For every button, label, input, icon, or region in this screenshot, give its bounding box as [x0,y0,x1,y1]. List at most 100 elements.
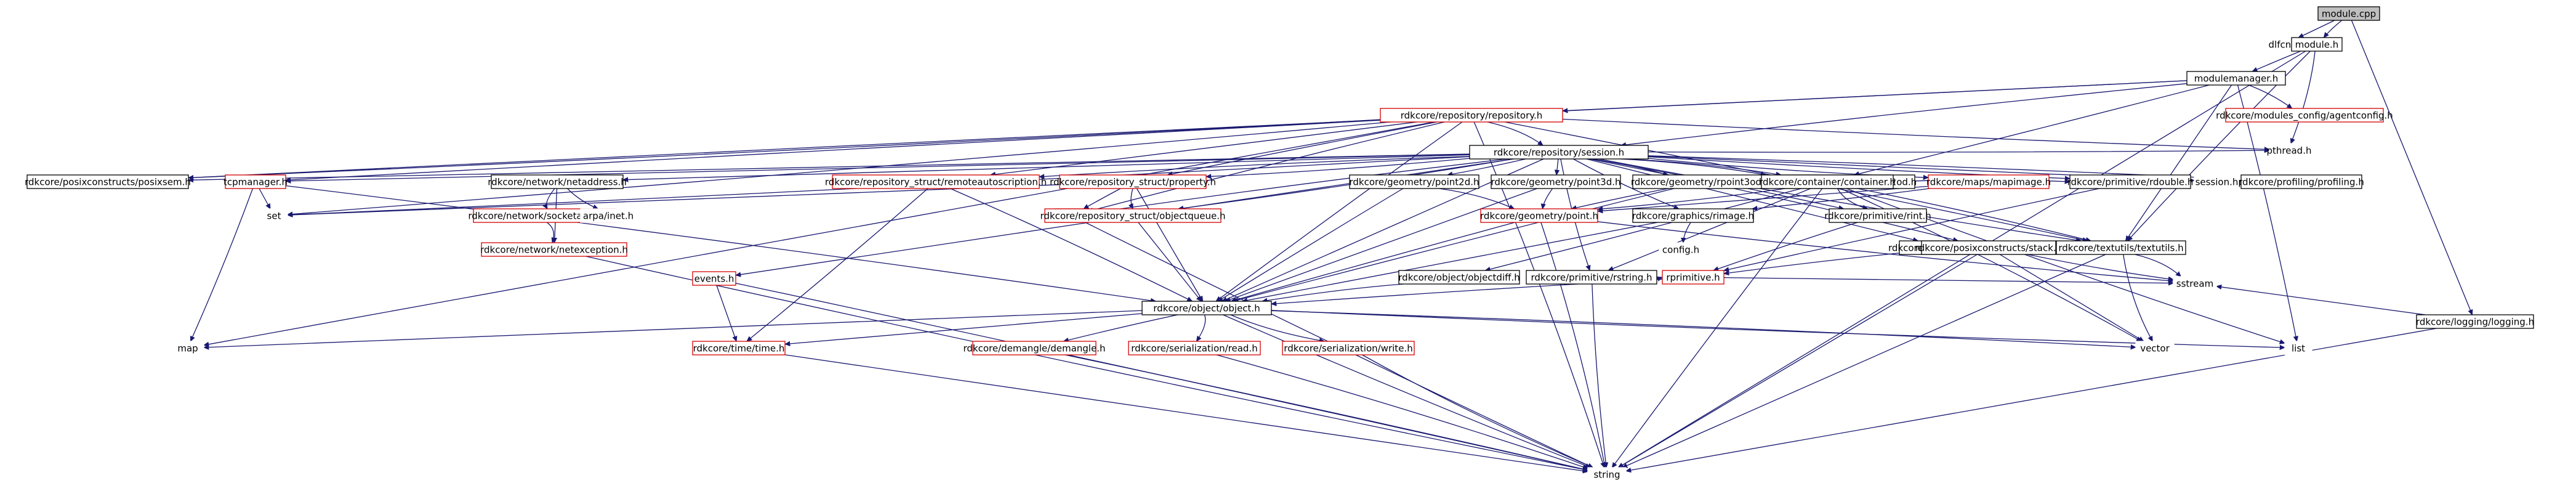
graph-node[interactable]: rdkcore/primitive/rint.h [1824,208,1931,223]
node-box [481,242,627,257]
node-label: rdkcore/geometry/rpoint3od.h [1631,177,1770,188]
graph-node[interactable]: rdkcore/repository/session.h [1469,145,1649,160]
node-label: rdkcore/network/netexception.h [480,245,628,256]
include-edge [1088,158,1507,214]
graph-node[interactable]: vector [2135,341,2175,355]
include-edge [1621,83,2188,145]
graph-node[interactable]: rdkcore/repository/repository.h [1380,108,1563,123]
node-label: rdkcore/repository/repository.h [1401,110,1543,121]
graph-node[interactable]: rdkcore/demangle/demangle.h [964,341,1106,355]
include-edge [785,313,1143,344]
node-label: rdkcore/maps/mapimage.h [1926,177,2051,188]
graph-node[interactable]: string [1587,467,1627,482]
node-label: modulemanager.h [2194,73,2279,84]
include-edge [285,185,1156,302]
graph-node[interactable]: map [171,341,204,355]
include-edge [1473,121,1604,468]
graph-node[interactable]: rdkcore/graphics/rimage.h [1632,208,1754,223]
graph-node[interactable]: events.h [692,271,736,286]
node-label: rdkcore/repository_struct/objectqueue.h [1040,211,1225,222]
graph-node[interactable]: rdkcore/geometry/point2d.h [1349,174,1479,189]
graph-node[interactable]: rdkcore/time/time.h [692,341,786,355]
graph-node[interactable]: modulemanager.h [2186,71,2286,86]
graph-node[interactable]: rdkcore/object/object.h [1141,301,1272,315]
include-edge [1196,314,1206,341]
node-box [2317,6,2380,21]
graph-node[interactable]: rdkcore/posixconstructs/posixsem.h [25,174,191,189]
node-label: vector [2140,343,2170,354]
graph-node[interactable]: rdkcore/textutils/textutils.h [2056,240,2186,255]
node-label: rdkcore/repository_struct/property.h [1050,177,1216,189]
include-edge [1216,354,1588,469]
node-box [580,208,637,223]
include-edge [1837,188,1867,209]
include-edge [1439,188,1515,209]
graph-node[interactable]: rdkcore/modules_config/agentconfig.h [2216,108,2393,123]
graph-node[interactable]: rdkcore/network/netaddress.h [488,174,627,189]
graph-node[interactable]: rdkcore/posixconstructs/stack.h [1915,240,2062,255]
graph-node[interactable]: rdkcore/geometry/point.h [1480,208,1598,223]
graph-node[interactable]: rdkcore/serialization/write.h [1282,341,1415,355]
graph-node[interactable]: rdkcore/repository_struct/objectqueue.h [1040,208,1226,223]
graph-node[interactable]: rprimitive.h [1662,270,1725,285]
node-box [1829,208,1927,223]
include-edge [1131,188,1133,209]
node-box [1398,270,1520,285]
node-box [1632,208,1754,223]
node-box [1921,240,2056,255]
graph-node[interactable]: tcpmanager.h [223,174,288,189]
include-edge [1216,121,1463,301]
node-box [2135,341,2175,355]
include-edge [1648,150,2269,152]
include-edge [2298,20,2335,38]
node-label: rdkcore/profiling/profiling.h [2239,177,2364,188]
include-edge [1597,221,2173,282]
node-label: rdkcore/geometry/point3d.h [1491,177,1621,188]
node-label: rdkcore/object/objectdiff.h [1398,272,1519,283]
node-label: rdkcore/object/object.h [1153,303,1260,314]
include-edge [1138,222,1201,301]
graph-node[interactable]: rdkcore/maps/mapimage.h [1926,174,2051,189]
node-box [2269,143,2309,158]
graph-node[interactable]: session.hpp [2194,174,2252,189]
graph-node[interactable]: rdkcore/network/netexception.h [480,242,628,257]
include-edge [259,188,271,209]
node-box [692,271,736,286]
graph-node[interactable]: rdkcore/object/objectdiff.h [1398,270,1520,285]
node-box [1587,467,1627,482]
node-label: events.h [694,274,735,285]
graph-node[interactable]: rdkcore/repository_struct/remoteautoscri… [825,174,1047,189]
graph-node[interactable]: config.h [1659,242,1703,257]
graph-node[interactable]: rdkcore/profiling/profiling.h [2239,174,2364,189]
include-edge [1362,354,1593,468]
include-edge [2291,51,2316,144]
graph-node[interactable]: rdkcore/container/container.h [1759,174,1896,189]
node-box [1480,208,1598,223]
node-label: session.hpp [2196,177,2250,188]
graph-node[interactable]: sstream [2173,276,2217,291]
graph-node[interactable]: rdkcore/logging/logging.h [2416,314,2534,329]
graph-node[interactable]: list [2284,341,2312,355]
graph-node[interactable]: arpa/inet.h [580,208,637,223]
node-box [1059,174,1207,189]
graph-node[interactable]: rdkcore/geometry/rpoint3od.h [1631,174,1770,189]
graph-node[interactable]: rdkcore/serialization/read.h [1128,341,1261,355]
graph-node[interactable]: rdkcore/primitive/rstring.h [1526,270,1657,285]
node-box [832,174,1040,189]
node-label: arpa/inet.h [583,211,634,222]
node-box [1128,341,1261,355]
graph-node[interactable]: rdkcore/geometry/point3d.h [1491,174,1621,189]
graph-node[interactable]: rdkcore/primitive/rdouble.h [2067,174,2194,189]
node-box [1526,270,1657,285]
include-edge [546,222,553,243]
include-edge [1447,158,1526,175]
graph-node[interactable]: rdkcore/repository_struct/property.h [1050,174,1216,189]
graph-node[interactable]: module.h [2291,37,2343,52]
node-label: config.h [1662,245,1699,256]
include-edge [1724,253,1900,274]
include-edge [1626,328,2437,471]
graph-node[interactable]: set [260,208,288,223]
node-box [225,174,286,189]
include-edge [1088,121,1445,211]
graph-node[interactable]: pthread.h [2267,143,2312,158]
